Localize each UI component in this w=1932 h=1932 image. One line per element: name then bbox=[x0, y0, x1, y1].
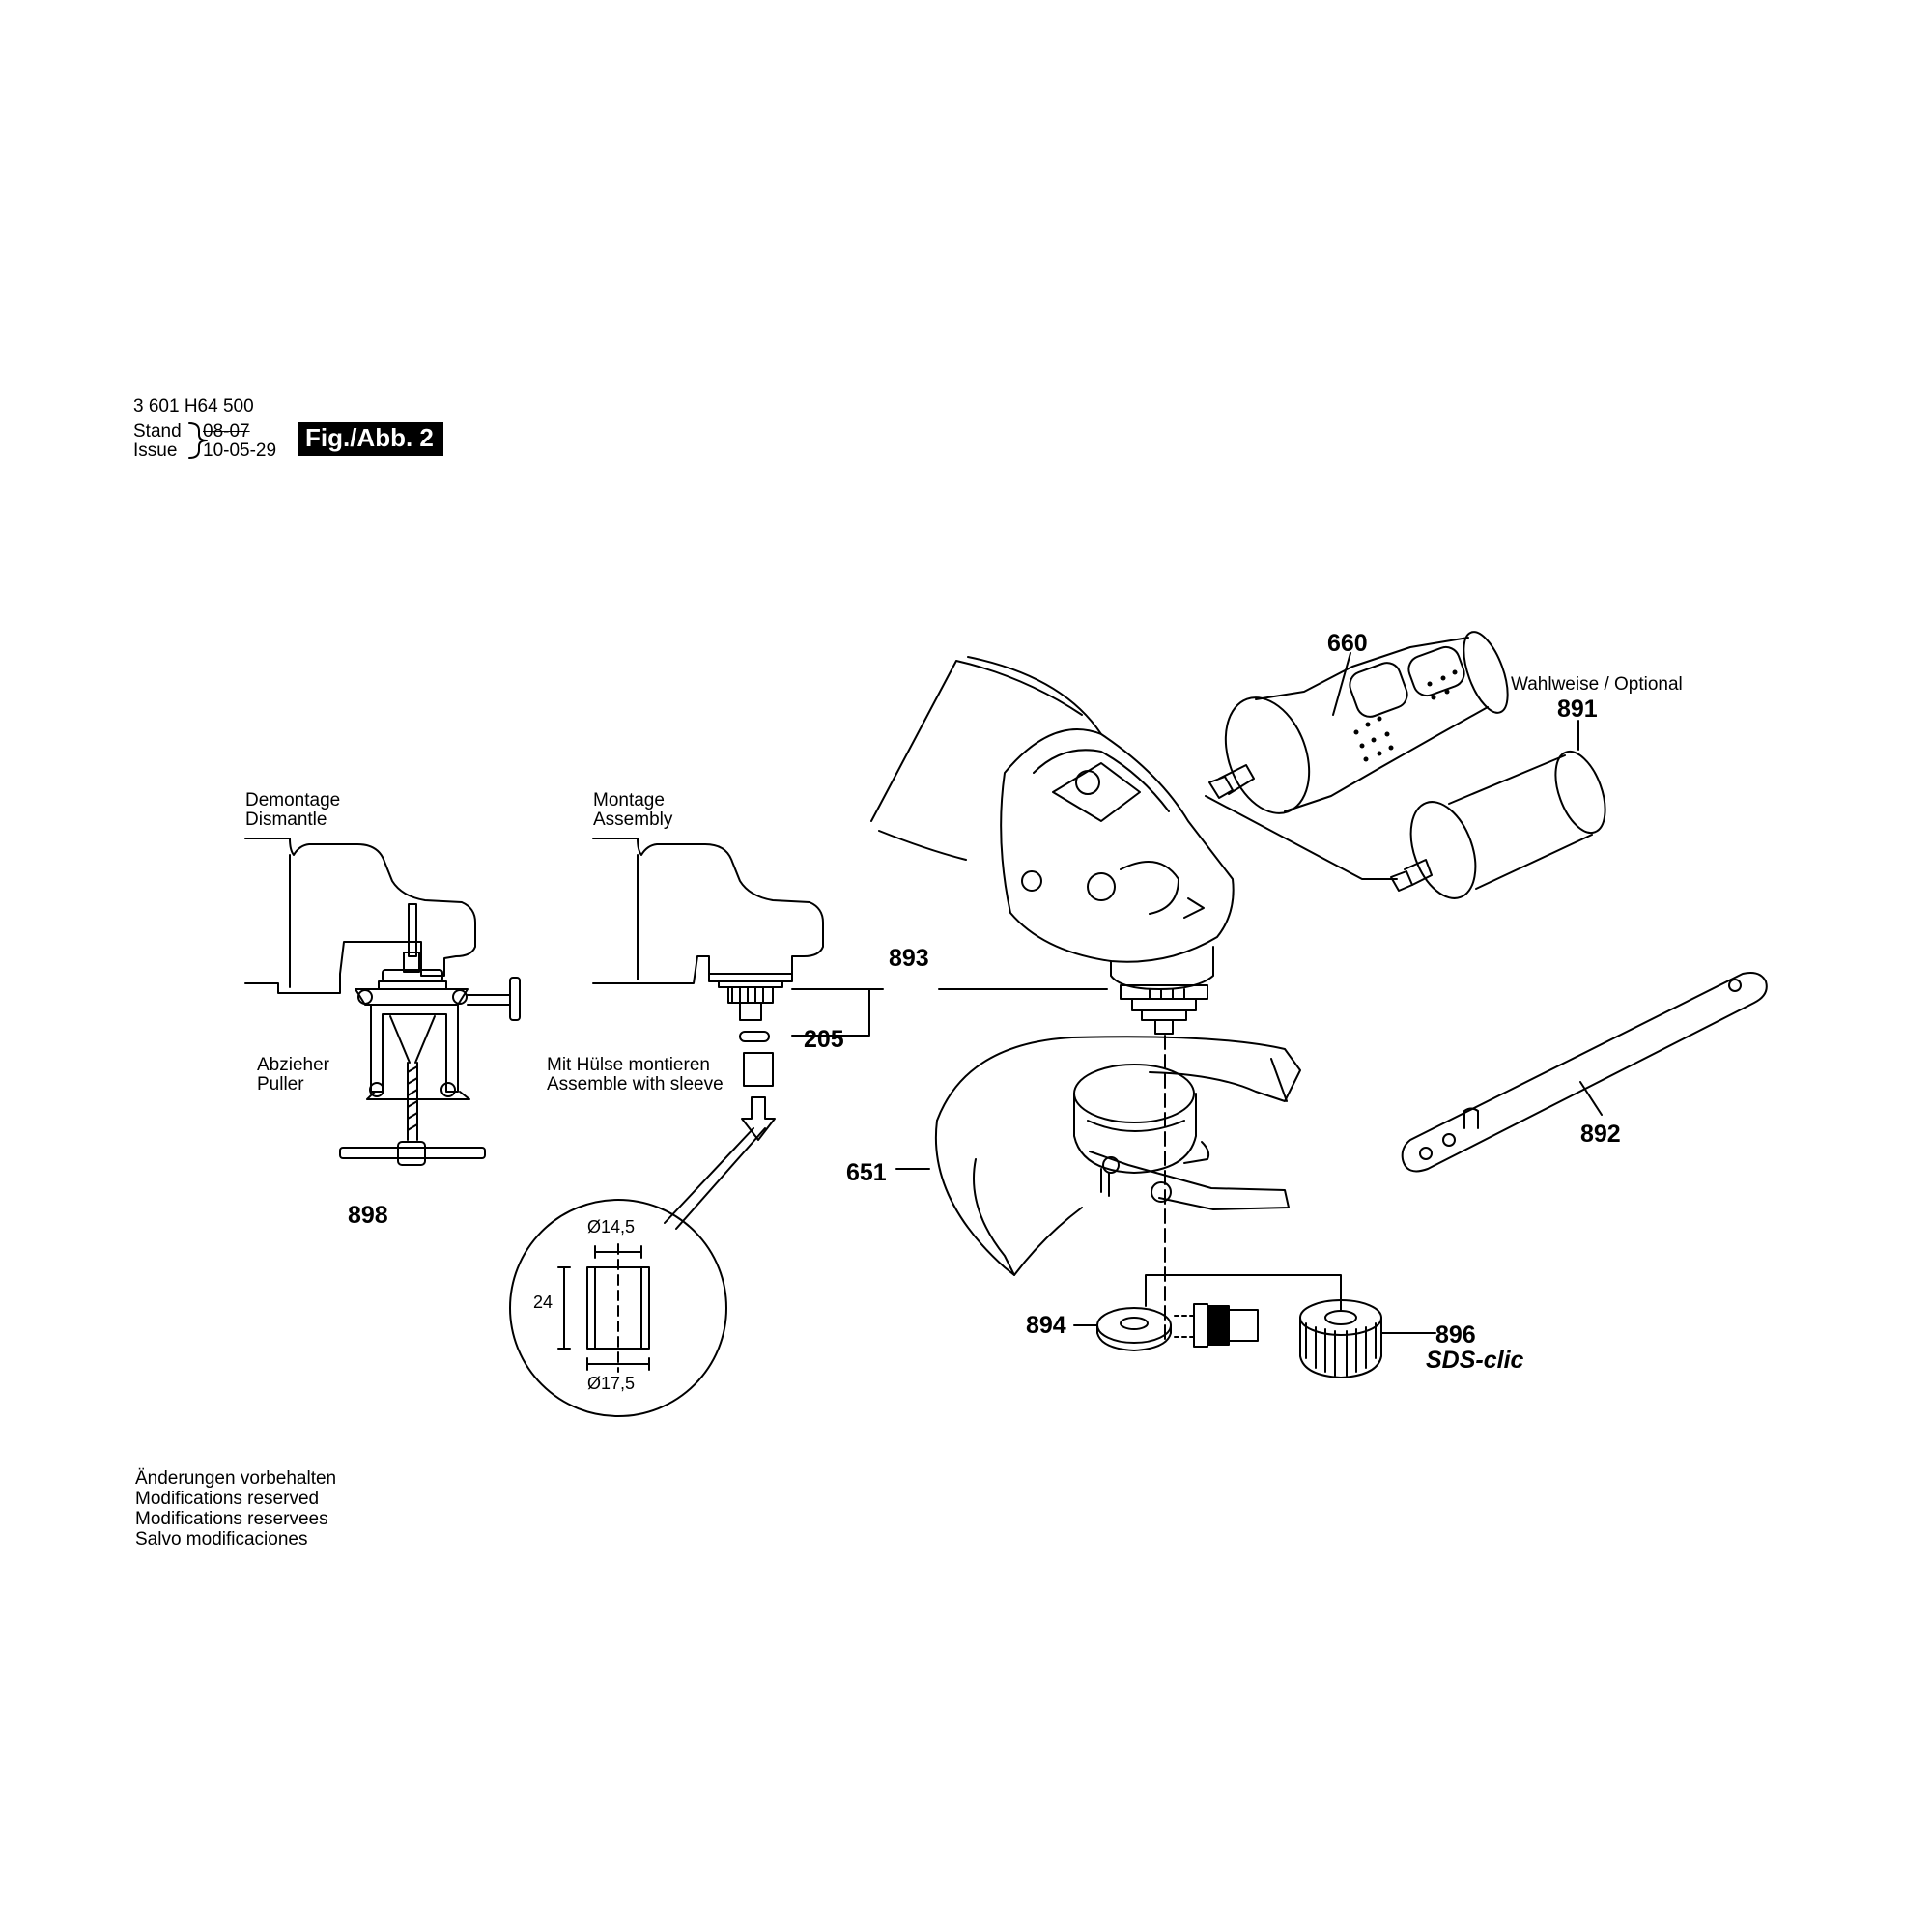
callout-651: 651 bbox=[846, 1159, 887, 1186]
assembly-label-de: Montage bbox=[593, 790, 665, 810]
flange-icon bbox=[1097, 1304, 1258, 1350]
callout-896: 896 bbox=[1435, 1321, 1476, 1349]
leader-893-205 bbox=[792, 989, 883, 1036]
callout-205: 205 bbox=[804, 1026, 844, 1053]
footer-line-fr: Modifications reservees bbox=[135, 1509, 328, 1529]
footer-line-es: Salvo modificaciones bbox=[135, 1529, 308, 1549]
assembly-label-en: Assembly bbox=[593, 810, 673, 830]
optional-handle-icon bbox=[1391, 745, 1615, 907]
callout-898: 898 bbox=[348, 1202, 388, 1229]
issue-label: Issue bbox=[133, 440, 178, 461]
dim-height: 24 bbox=[533, 1293, 554, 1312]
puller-label-de: Abzieher bbox=[257, 1055, 329, 1075]
puller-label-en: Puller bbox=[257, 1074, 304, 1094]
leader-892 bbox=[1580, 1082, 1602, 1115]
callout-892: 892 bbox=[1580, 1121, 1621, 1148]
callout-894: 894 bbox=[1026, 1312, 1066, 1339]
header-brace bbox=[189, 423, 207, 458]
callout-660: 660 bbox=[1327, 630, 1368, 657]
dim-outer-diameter: Ø17,5 bbox=[587, 1374, 636, 1393]
guard-icon bbox=[936, 1037, 1300, 1275]
quick-nut-icon bbox=[1300, 1300, 1381, 1378]
sleeve-label-en: Assemble with sleeve bbox=[547, 1074, 724, 1094]
dismantle-label-en: Dismantle bbox=[245, 810, 327, 830]
leader-660 bbox=[1333, 653, 1350, 715]
dim-inner-diameter: Ø14,5 bbox=[587, 1217, 636, 1236]
sds-clic-label: SDS-clic bbox=[1426, 1347, 1524, 1374]
optional-label: Wahlweise / Optional bbox=[1511, 674, 1683, 695]
footer-line-en: Modifications reserved bbox=[135, 1489, 320, 1509]
part-number: 3 601 H64 500 bbox=[133, 396, 254, 416]
grinder-head-icon bbox=[871, 657, 1234, 1034]
stand-label: Stand bbox=[133, 421, 182, 441]
leader-891 bbox=[1206, 796, 1397, 879]
footer-line-de: Änderungen vorbehalten bbox=[135, 1468, 337, 1489]
callout-893: 893 bbox=[889, 945, 929, 972]
side-handle-icon bbox=[1209, 626, 1517, 824]
detail-circle bbox=[510, 1128, 765, 1416]
wrench-icon bbox=[1403, 973, 1767, 1171]
issue-date: 10-05-29 bbox=[203, 440, 277, 461]
leader-894-896 bbox=[1146, 1275, 1341, 1310]
sleeve-label-de: Mit Hülse montieren bbox=[547, 1055, 710, 1075]
old-date: 08-07 bbox=[203, 421, 250, 441]
figure-badge: Fig./Abb. 2 bbox=[298, 422, 443, 456]
dismantle-housing bbox=[245, 838, 475, 993]
assembly-housing bbox=[593, 838, 823, 1140]
callout-891: 891 bbox=[1557, 696, 1598, 723]
dismantle-label-de: Demontage bbox=[245, 790, 341, 810]
puller-icon bbox=[340, 904, 520, 1165]
